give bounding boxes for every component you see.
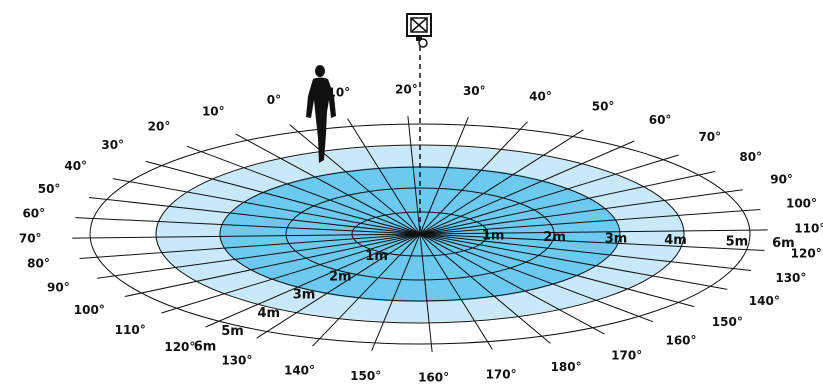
angle-label: 120° [164, 340, 195, 354]
angle-ray [407, 116, 421, 235]
distance-label-left: 1m [365, 249, 388, 264]
angle-label: 180° [551, 360, 582, 374]
angle-label: 140° [749, 294, 780, 308]
angle-label: 30° [101, 138, 124, 152]
angle-ray [235, 133, 421, 235]
angle-label: 120° [791, 247, 822, 261]
angle-label: 40° [64, 159, 87, 173]
angle-ray [419, 233, 493, 350]
angle-ray [419, 140, 635, 235]
angle-label: 10° [202, 104, 225, 118]
distance-label-right: 6m [772, 236, 795, 251]
angle-label: 160° [665, 334, 696, 348]
angle-ray [419, 209, 761, 235]
angle-label: 70° [19, 232, 42, 246]
distance-label-right: 3m [605, 232, 628, 247]
angle-label: 110° [115, 323, 146, 337]
angle-label: 90° [770, 173, 793, 187]
angle-rays [72, 116, 768, 352]
angle-label: 0° [267, 93, 281, 107]
angle-ray [312, 233, 421, 347]
angle-label: 30° [463, 84, 486, 98]
angle-ray [419, 233, 695, 308]
angle-labels: 0°10°20°30°40°50°60°70°80°90°100°110°120… [19, 83, 823, 385]
angle-ray [419, 233, 728, 290]
angle-ray [289, 124, 421, 235]
angle-label: 130° [775, 271, 806, 285]
walking-person-icon [306, 65, 336, 163]
angle-label: 80° [739, 150, 762, 164]
range-ring-5 [89, 123, 751, 345]
angle-ray [72, 233, 421, 239]
angle-ray [97, 233, 421, 279]
distance-label-left: 6m [194, 339, 217, 354]
angle-label: 50° [592, 99, 615, 113]
angle-ray [419, 121, 528, 235]
angle-ray [371, 233, 421, 352]
range-ring-2 [285, 187, 555, 281]
angle-label: 50° [38, 182, 61, 196]
angle-label: 100° [74, 303, 105, 317]
distance-label-right: 5m [726, 235, 749, 250]
angle-label: 150° [712, 315, 743, 329]
angle-ray [419, 233, 433, 352]
angle-label: 20° [148, 120, 171, 134]
angle-ray [419, 129, 584, 235]
angle-label: 20° [395, 83, 418, 97]
angle-ray [347, 118, 421, 235]
angle-label: 60° [649, 113, 672, 127]
angle-label: 60° [22, 207, 45, 221]
distance-label-left: 3m [293, 287, 316, 302]
angle-ray [161, 233, 421, 314]
angle-label: 90° [47, 280, 70, 294]
floodlight-sensor-icon [406, 13, 432, 48]
angle-label: 140° [284, 364, 315, 378]
angle-label: 100° [786, 197, 817, 211]
angle-label: 130° [221, 354, 252, 368]
distance-label-left: 2m [329, 270, 352, 285]
angle-ray [256, 233, 421, 339]
angle-label: 160° [418, 370, 449, 384]
angle-ray [88, 197, 421, 235]
angle-ray [419, 233, 605, 335]
angle-ray [419, 154, 679, 235]
angle-ray [124, 233, 421, 297]
angle-label: 110° [794, 222, 823, 236]
distance-labels: 1m 2m 3m 4m 5m 6m 1m 2m 3m 4m 5m 6m [194, 229, 795, 355]
angle-ray [75, 217, 421, 235]
angle-ray [419, 233, 752, 271]
angle-label: 80° [27, 256, 50, 270]
angle-ray [112, 178, 421, 235]
angle-ray [205, 233, 421, 328]
angle-ray [419, 189, 743, 235]
angle-label: 170° [486, 367, 517, 381]
angle-ray [419, 233, 654, 323]
angle-ray [419, 171, 716, 235]
distance-label-left: 5m [221, 324, 244, 339]
angle-label: 70° [698, 130, 721, 144]
angle-ray [419, 233, 551, 344]
angle-label: 170° [611, 349, 642, 363]
distance-label-right: 4m [664, 233, 687, 248]
angle-ray [186, 145, 421, 235]
angle-label: 150° [350, 369, 381, 383]
angle-ray [419, 116, 469, 235]
distance-label-right: 1m [482, 229, 505, 244]
distance-label-right: 2m [543, 230, 566, 245]
angle-ray [419, 233, 765, 251]
distance-label-left: 4m [258, 306, 281, 321]
angle-label: 40° [529, 90, 552, 104]
angle-ray [419, 229, 768, 235]
angle-ray [145, 160, 421, 235]
angle-ray [79, 233, 421, 259]
